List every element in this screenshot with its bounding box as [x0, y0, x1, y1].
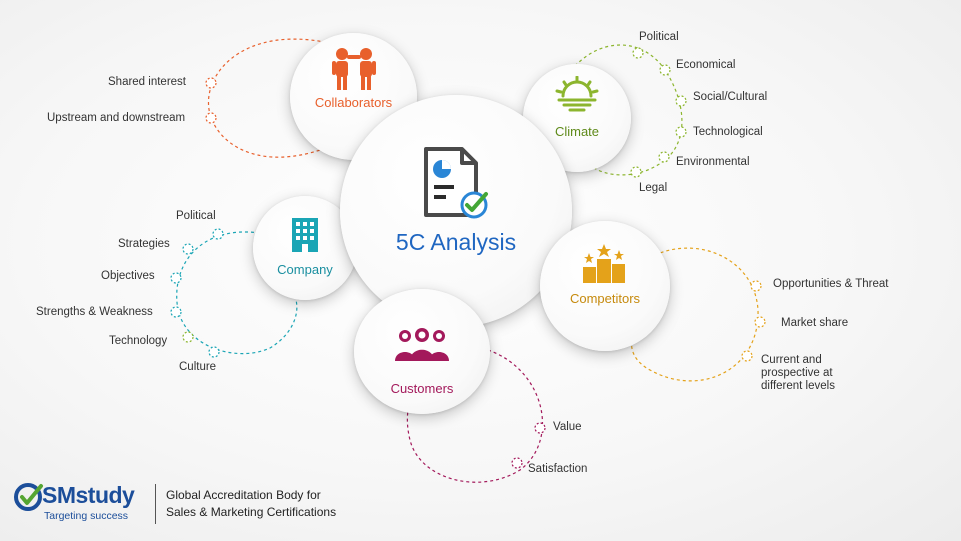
company-dot-4 [170, 306, 182, 318]
company-dot-1 [212, 228, 224, 240]
tagline-line-2: Sales & Marketing Certifications [166, 505, 337, 519]
logo-brand: SMstudy [42, 482, 135, 508]
company-item-2: Strategies [118, 238, 170, 250]
company-label: Company [277, 262, 333, 277]
climate-item-4: Technological [693, 126, 763, 138]
customers-item-1: Value [553, 421, 582, 433]
climate-dot-2 [659, 64, 671, 76]
company-item-6: Culture [179, 361, 217, 373]
logo-divider [155, 484, 156, 524]
climate-label: Climate [554, 124, 600, 139]
customers-dot-2 [511, 457, 523, 469]
climate-item-6: Legal [639, 182, 668, 194]
accreditation-tagline: Global Accreditation Body for Sales & Ma… [166, 487, 336, 521]
center-node: 5C Analysis [340, 95, 572, 327]
customers-dot-1 [534, 422, 546, 434]
sun-icon [555, 76, 599, 112]
smstudy-logo: SMstudy Targeting success [14, 482, 154, 526]
climate-dot-6 [630, 166, 642, 178]
climate-dot-1 [632, 47, 644, 59]
customers-item-2: Satisfaction [528, 463, 588, 475]
customers-group-icon [395, 328, 449, 361]
company-item-5: Technology [109, 335, 168, 347]
collaborators-item-1: Shared interest [108, 76, 186, 88]
logo-slogan: Targeting success [44, 510, 129, 522]
collaborators-label: Collaborators [314, 95, 393, 110]
customers-label: Customers [390, 381, 454, 396]
collaborators-item-2: Upstream and downstream [47, 112, 186, 124]
target-check-icon [14, 483, 43, 511]
collaborators-icon [331, 48, 376, 90]
company-node: Company [253, 196, 357, 300]
tagline-line-1: Global Accreditation Body for [166, 488, 321, 502]
company-dot-5 [182, 331, 194, 343]
company-item-1: Political [176, 210, 216, 222]
document-chart-icon [424, 147, 488, 219]
competitors-item-3: Current and prospective at different lev… [761, 354, 835, 392]
customers-node: Customers [354, 289, 490, 414]
climate-item-1: Political [639, 31, 679, 43]
climate-item-3: Social/Cultural [693, 91, 768, 103]
climate-dot-4 [675, 126, 687, 138]
building-icon [292, 218, 318, 252]
competitors-item-1: Opportunities & Threat [773, 278, 889, 290]
company-dot-6 [208, 346, 220, 358]
competitors-label: Competitors [569, 291, 641, 306]
competitors-item-2: Market share [781, 317, 849, 329]
competitors-dot-1 [750, 280, 762, 292]
competitors-dot-2 [754, 316, 766, 328]
company-item-3: Objectives [101, 270, 155, 282]
center-title: 5C Analysis [395, 229, 517, 255]
company-item-4: Strengths & Weakness [36, 306, 153, 318]
customers-arc [406, 349, 544, 483]
collaborators-dot-1 [205, 77, 217, 89]
climate-item-2: Economical [676, 59, 736, 71]
podium-stars-icon [583, 244, 625, 283]
climate-dot-3 [675, 95, 687, 107]
collaborators-dot-2 [205, 112, 217, 124]
company-dot-2 [182, 243, 194, 255]
competitors-dot-3 [741, 350, 753, 362]
company-dot-3 [170, 272, 182, 284]
climate-item-5: Environmental [676, 156, 750, 168]
competitors-node: Competitors [540, 221, 670, 351]
climate-arc [574, 44, 683, 176]
climate-dot-5 [658, 151, 670, 163]
